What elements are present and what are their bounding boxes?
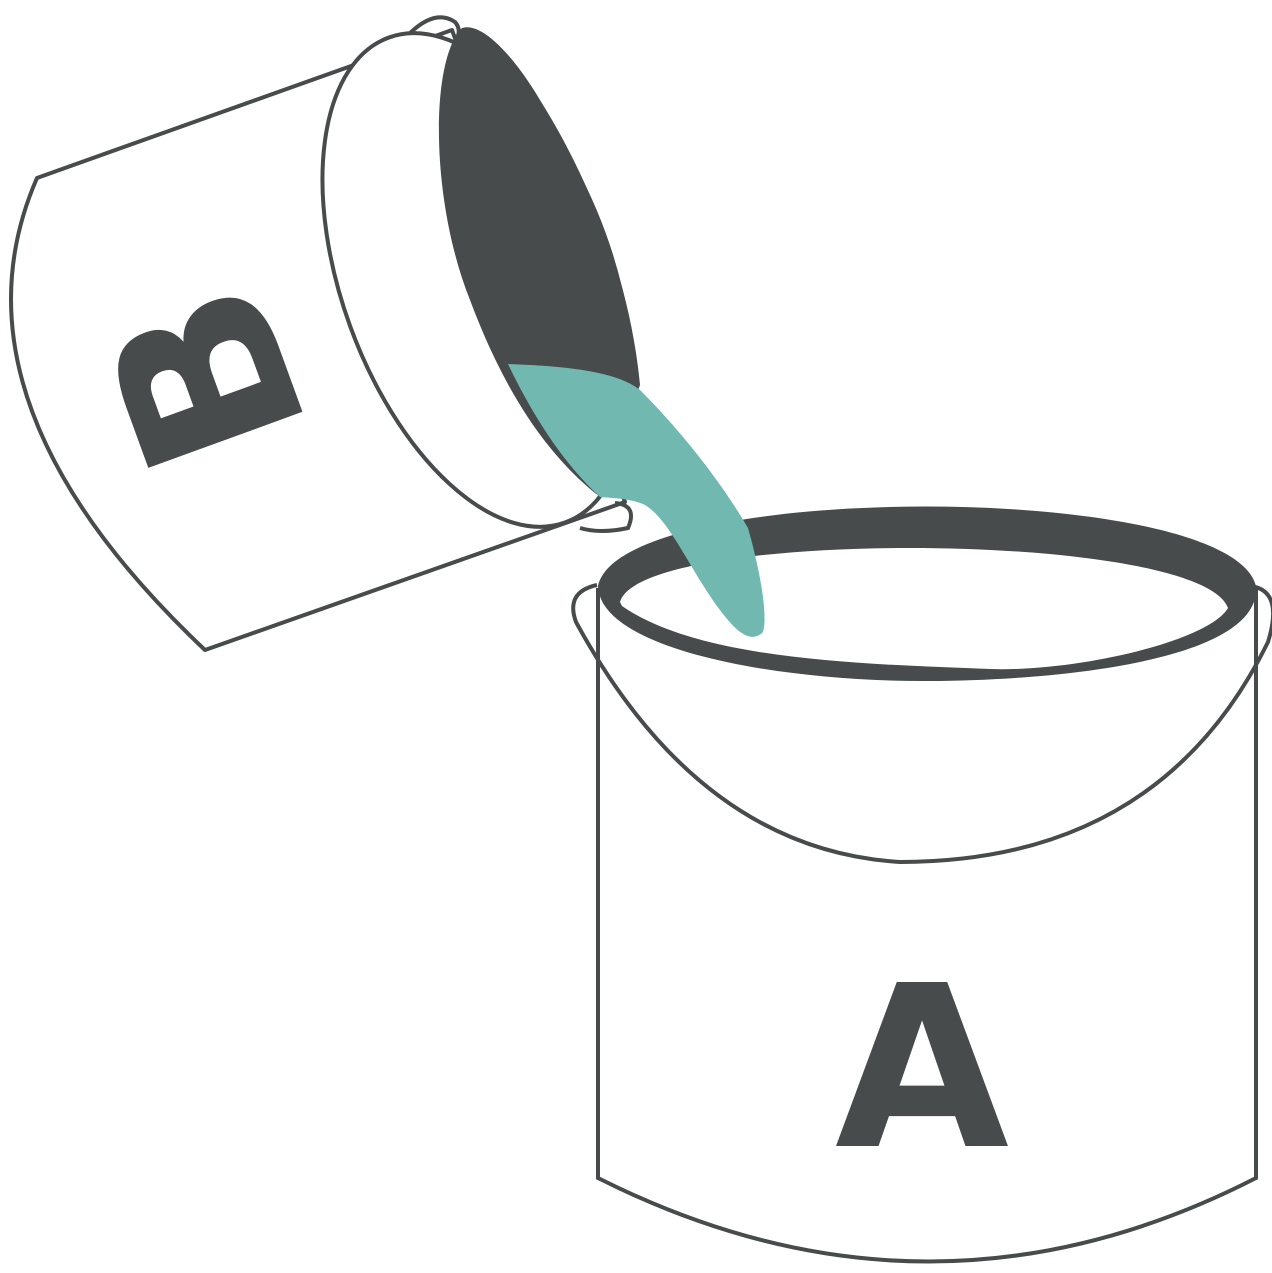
bucket-b: B [11,0,692,650]
bucket-a: A [573,507,1272,1262]
bucket-a-label: A [835,938,1009,1200]
